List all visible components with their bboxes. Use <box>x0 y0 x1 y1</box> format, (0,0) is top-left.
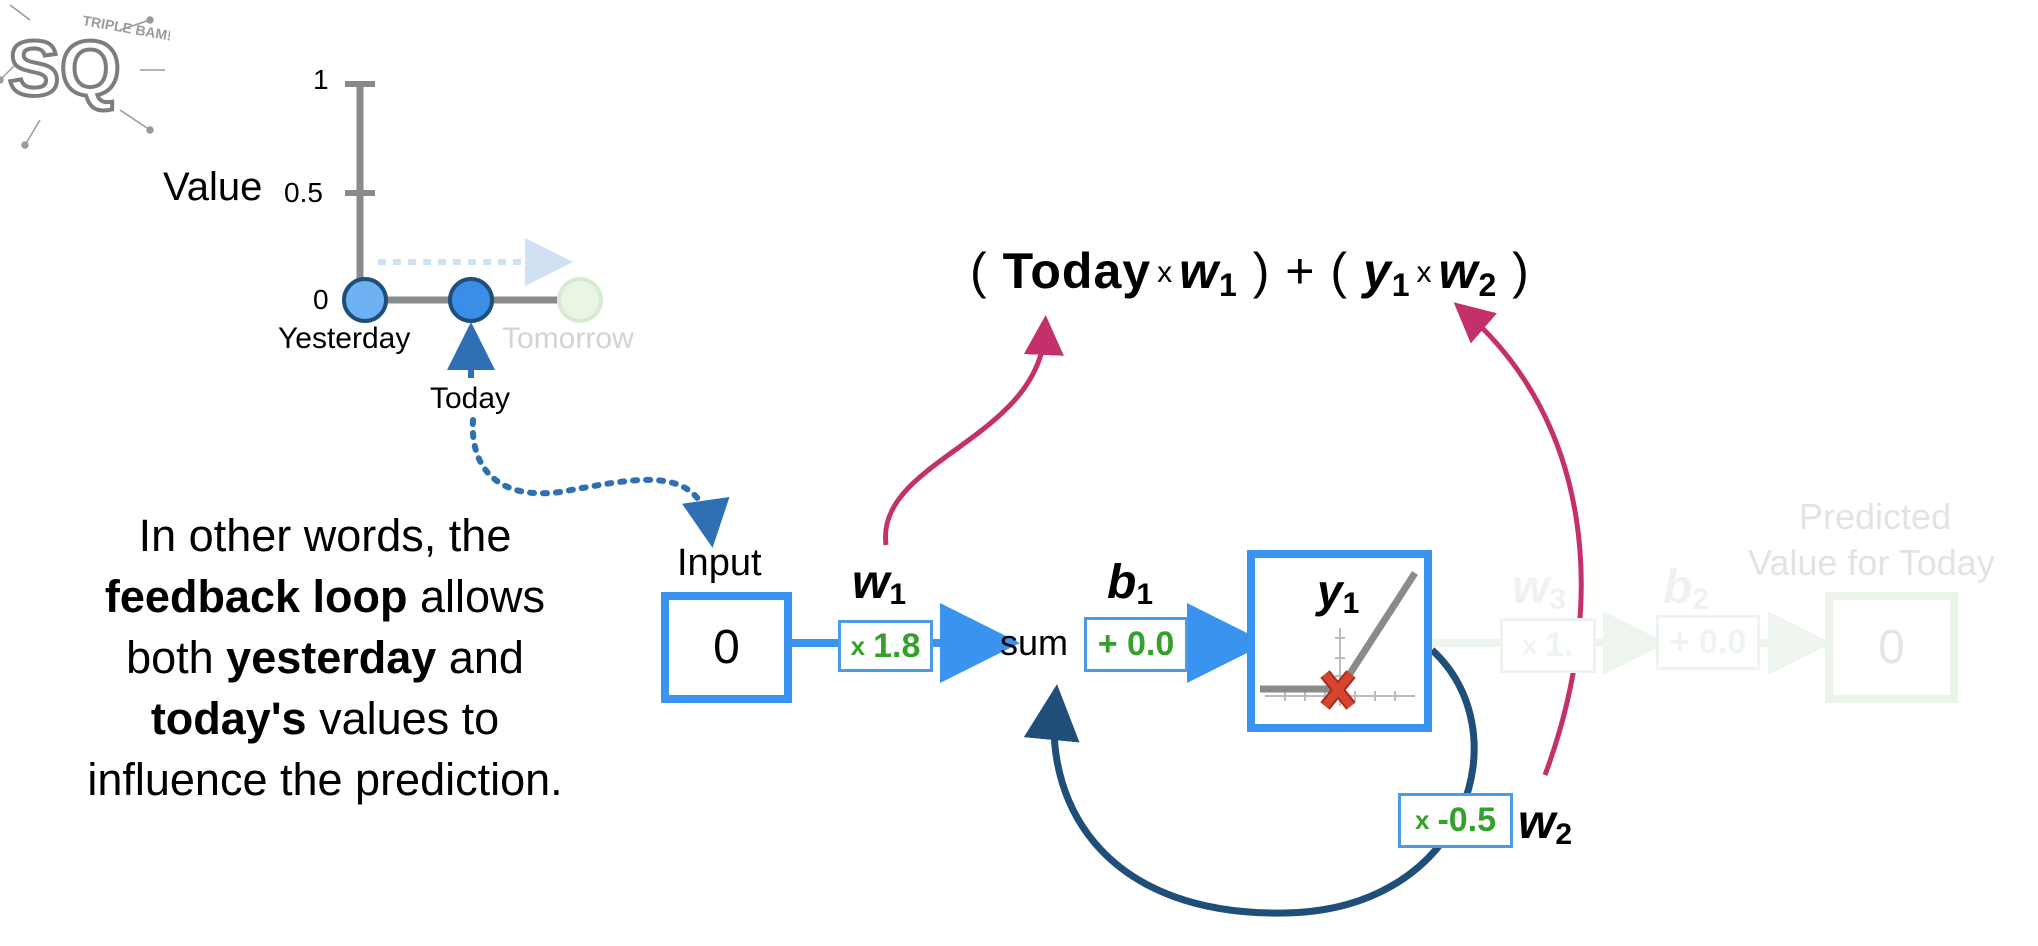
y1-activation-box: y1 <box>1247 550 1432 732</box>
tomorrow-point <box>557 277 603 323</box>
formula-open-paren-1: ( <box>970 243 988 299</box>
feedback-loop-arrow <box>1023 647 1478 917</box>
yesterday-label: Yesterday <box>278 322 411 355</box>
b2-value: + 0.0 <box>1669 623 1747 661</box>
tomorrow-label: Tomorrow <box>502 322 634 355</box>
explain-bold-todays: today's <box>150 693 307 744</box>
w2-to-formula-arrow <box>1453 302 1584 776</box>
explain-part-3: and <box>436 632 524 683</box>
b1-bias-box: + 0.0 <box>1084 617 1188 672</box>
formula-times-2: x <box>1416 256 1433 289</box>
w2-label: w2 <box>1518 796 1573 851</box>
input-value: 0 <box>713 621 740 674</box>
formula-plus: + <box>1285 243 1316 299</box>
yesterday-point <box>342 277 388 323</box>
output-label-line-2: Value for Today <box>1748 542 1995 583</box>
formula-y1-sub: 1 <box>1391 267 1411 303</box>
y-axis-label: Value <box>163 165 263 209</box>
formula-close-paren-2: ) <box>1512 243 1530 299</box>
w1-label: w1 <box>852 556 907 611</box>
output-value: 0 <box>1878 621 1905 674</box>
formula-w1: w <box>1179 243 1219 299</box>
explain-part-4: values to influence the prediction. <box>87 693 563 805</box>
explain-part-1: In other words, the <box>138 510 512 561</box>
formula-w1-sub: 1 <box>1219 267 1238 303</box>
today-point <box>448 277 494 323</box>
svg-text:SQ: SQ <box>8 24 121 112</box>
b2-label: b2 <box>1663 561 1710 616</box>
statquest-logo: SQ TRIPLE BAM!! <box>0 4 170 149</box>
y-tick-label-1: 1 <box>313 64 329 95</box>
sum-label: sum <box>1000 622 1069 663</box>
y1-label: y1 <box>1317 565 1360 620</box>
b1-label: b1 <box>1107 556 1154 611</box>
formula-close-paren-1: ) <box>1252 243 1271 299</box>
y-tick-label-0-5: 0.5 <box>284 177 323 208</box>
explain-bold-yesterday: yesterday <box>226 632 437 683</box>
formula-today: Today <box>1002 243 1152 299</box>
w1-to-formula-arrow <box>883 315 1064 546</box>
w2-value: -0.5 <box>1437 801 1497 839</box>
relu-graph <box>1260 571 1418 710</box>
w1-value: 1.8 <box>873 626 921 665</box>
today-to-input-arrow <box>469 417 730 548</box>
today-label: Today <box>430 382 511 415</box>
input-box: 0 <box>661 592 792 703</box>
w3-op: x <box>1522 630 1538 660</box>
output-label-line-1: Predicted <box>1799 496 1952 537</box>
formula-y1: y <box>1362 243 1392 299</box>
w3-label: w3 <box>1512 561 1567 616</box>
explanation-text: In other words, the feedback loop allows… <box>60 505 590 810</box>
y-tick-label-0: 0 <box>313 284 329 315</box>
input-label: Input <box>677 542 762 584</box>
explain-bold-feedback-loop: feedback loop <box>104 571 408 622</box>
b1-value: + 0.0 <box>1097 625 1175 663</box>
red-x-icon <box>1320 670 1356 710</box>
w3-value: 1. <box>1545 626 1574 664</box>
explain-part-2: allows both <box>126 571 546 683</box>
relu-curve <box>1260 571 1418 693</box>
output-box: 0 <box>1825 592 1958 703</box>
value-chart <box>342 81 603 378</box>
formula-w2-sub: 2 <box>1478 267 1498 303</box>
formula-w2: w <box>1438 243 1479 299</box>
w2-weight-box: x-0.5 <box>1398 793 1513 848</box>
formula-times-1: x <box>1157 256 1174 289</box>
b2-bias-box: + 0.0 <box>1656 615 1760 670</box>
formula-open-paren-2: ( <box>1330 243 1349 299</box>
w2-op: x <box>1414 805 1430 835</box>
w1-op: x <box>850 630 866 661</box>
